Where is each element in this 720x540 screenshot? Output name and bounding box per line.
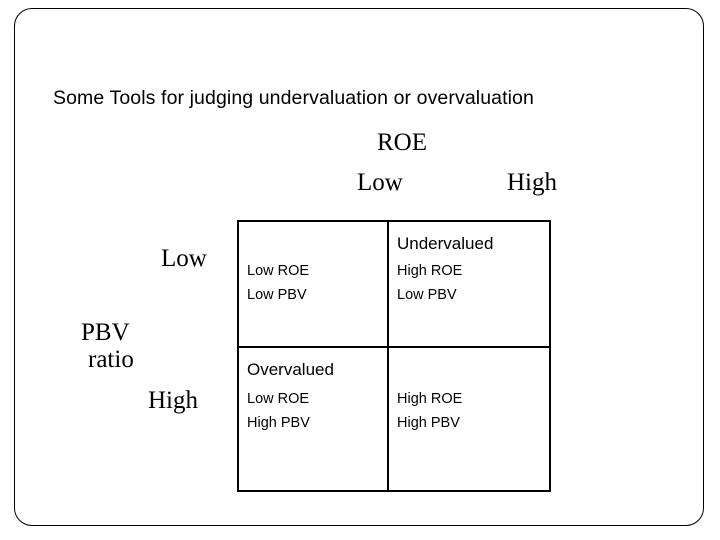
quadrant-line-2: High PBV [397, 415, 460, 431]
quadrant-line-1: High ROE [397, 391, 463, 407]
quadrant-heading-overvalued: Overvalued [247, 360, 334, 379]
row-axis-label-line2: ratio [88, 346, 134, 373]
column-header-low: Low [357, 169, 403, 196]
quadrant-line-2: High PBV [247, 415, 310, 431]
row-axis-label-line1: PBV [81, 319, 130, 346]
quadrant-body: High ROE Low PBV [397, 259, 541, 307]
quadrant-body: High ROE High PBV [397, 387, 541, 435]
column-header-high: High [507, 169, 557, 196]
row-header-high: High [148, 387, 198, 414]
quadrant-low-roe-low-pbv: Low ROE Low PBV [239, 222, 389, 348]
quadrant-line-2: Low PBV [397, 287, 457, 303]
quadrant-body: Low ROE Low PBV [247, 259, 379, 307]
quadrant-line-2: Low PBV [247, 287, 307, 303]
quadrant-low-roe-high-pbv: Overvalued Low ROE High PBV [239, 348, 389, 490]
quadrant-line-1: Low ROE [247, 391, 310, 407]
row-axis-label: PBV ratio [81, 319, 191, 373]
quadrant-line-1: Low ROE [247, 263, 310, 279]
quadrant-heading-undervalued: Undervalued [397, 234, 494, 253]
quadrant-line-1: High ROE [397, 263, 463, 279]
page-title: Some Tools for judging undervaluation or… [53, 87, 534, 109]
slide-frame: Some Tools for judging undervaluation or… [14, 8, 704, 526]
row-header-low: Low [161, 245, 207, 272]
quadrant-body: Low ROE High PBV [247, 387, 379, 435]
quadrant-matrix: Low ROE Low PBV Undervalued High ROE Low… [237, 220, 551, 492]
quadrant-high-roe-high-pbv: High ROE High PBV [389, 348, 549, 490]
quadrant-high-roe-low-pbv: Undervalued High ROE Low PBV [389, 222, 549, 348]
column-axis-label: ROE [377, 129, 427, 156]
